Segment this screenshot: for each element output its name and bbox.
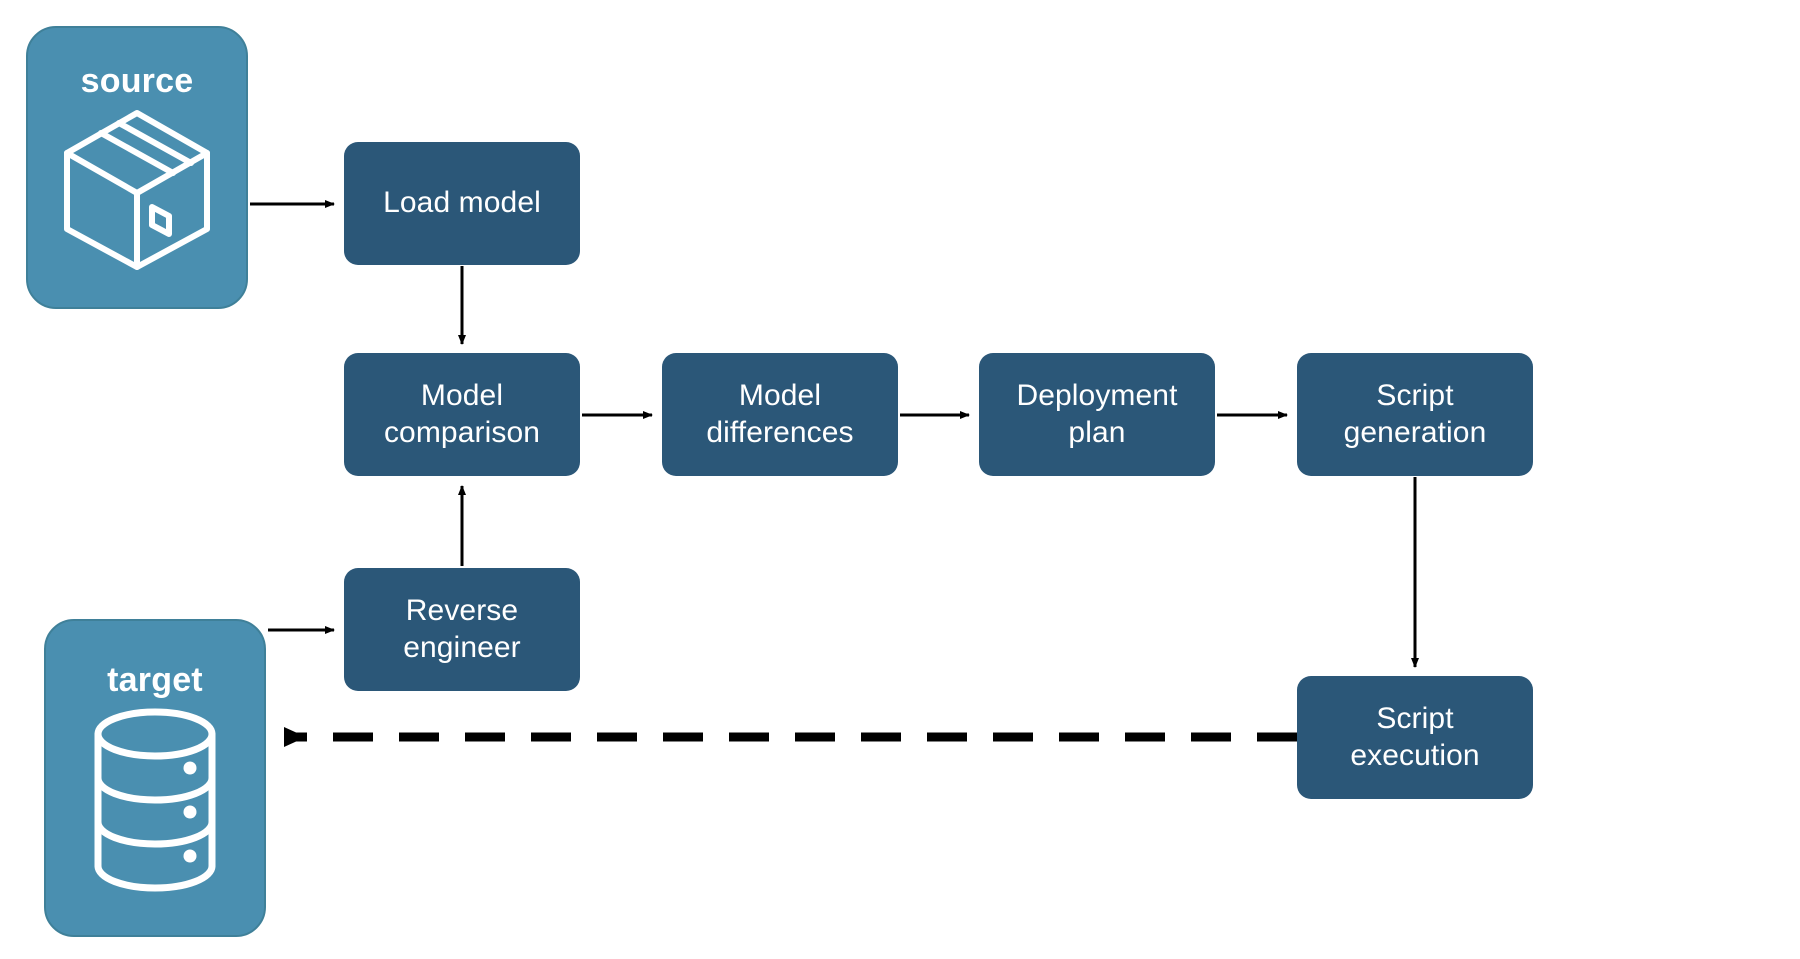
node-target-label: target <box>107 661 203 699</box>
node-model-differences-label: Model differences <box>706 378 854 449</box>
node-load-model-label: Load model <box>383 186 541 220</box>
node-model-differences[interactable]: Model differences <box>662 353 898 476</box>
package-box-icon <box>57 107 217 277</box>
node-deployment-plan[interactable]: Deployment plan <box>979 353 1215 476</box>
node-target[interactable]: target <box>44 619 266 937</box>
node-source-label: source <box>80 62 194 100</box>
node-script-execution-label: Script execution <box>1350 701 1480 772</box>
node-source[interactable]: source <box>26 26 248 309</box>
node-model-comparison-label: Model comparison <box>383 378 541 449</box>
node-deployment-plan-label: Deployment plan <box>1016 378 1178 449</box>
node-reverse-engineer-label: Reverse engineer <box>403 593 521 664</box>
node-script-execution[interactable]: Script execution <box>1297 676 1533 799</box>
node-reverse-engineer[interactable]: Reverse engineer <box>344 568 580 691</box>
database-cylinder-icon <box>80 706 230 899</box>
node-load-model[interactable]: Load model <box>344 142 580 265</box>
node-script-generation-label: Script generation <box>1343 378 1487 449</box>
node-script-generation[interactable]: Script generation <box>1297 353 1533 476</box>
node-model-comparison[interactable]: Model comparison <box>344 353 580 476</box>
